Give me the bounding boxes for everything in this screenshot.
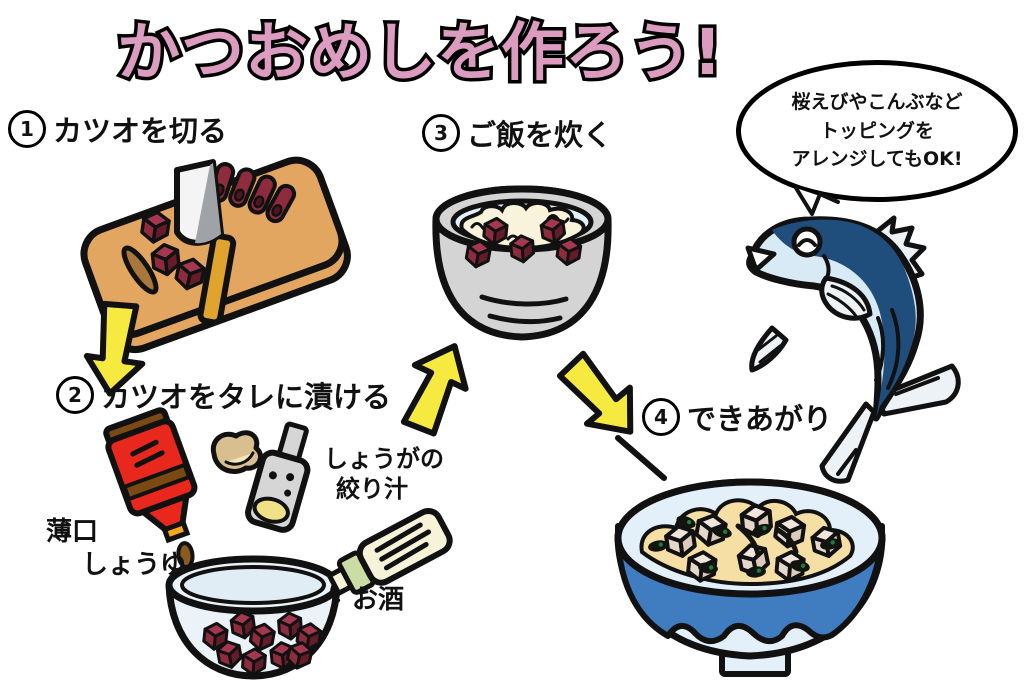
step-4-number: 4 — [642, 398, 680, 436]
step-2-number: 2 — [56, 376, 94, 414]
sake-label: お酒 — [352, 585, 405, 615]
grater — [245, 421, 311, 533]
step-4-text: できあがり — [687, 402, 833, 436]
step-3-text: ご飯を炊く — [467, 118, 613, 152]
finished-bowl-illustration — [614, 478, 886, 677]
up-arrow-icon — [388, 330, 498, 445]
ginger-root — [210, 430, 263, 474]
pelvic-fin — [749, 325, 789, 373]
step-2-text: カツオをタレに漬ける — [101, 380, 392, 414]
pectoral-fin — [819, 275, 873, 321]
emphasis-line — [615, 435, 667, 481]
ginger-grater-illustration — [210, 421, 311, 533]
step-1-number: 1 — [8, 110, 46, 148]
seaweed-bits — [647, 513, 841, 579]
marinade-bowl-illustration — [165, 555, 341, 680]
speech-bubble: 桜えびやこんぶなど トッピングを アレンジしてもOK! — [736, 60, 1018, 202]
step-4-label: 4 できあがり — [642, 396, 832, 438]
soy-sauce-bottle-illustration — [103, 407, 198, 569]
bubble-line-3: アレンジしてもOK! — [791, 148, 963, 171]
step-3-number: 3 — [422, 114, 460, 152]
down-arrow-icon — [72, 300, 182, 405]
cutting-board-illustration — [80, 156, 351, 354]
step-1-text: カツオを切る — [53, 114, 228, 148]
step-3-label: 3 ご飯を炊く — [422, 112, 612, 154]
tail-fin — [819, 363, 961, 484]
step-2-label: 2 カツオをタレに漬ける — [56, 374, 391, 416]
soy-sauce-label: 薄口 しょうゆ — [46, 517, 187, 580]
bubble-line-1: 桜えびやこんぶなど — [791, 91, 963, 114]
ginger-juice-label: しょうがの 絞り汁 — [324, 445, 444, 503]
bonito-fish-illustration — [745, 215, 961, 484]
rice-pot-illustration — [432, 185, 612, 341]
speech-bubble-tail — [794, 186, 840, 216]
bubble-line-2: トッピングを — [819, 119, 934, 142]
fish-back — [772, 219, 916, 418]
fish-mouth — [745, 245, 777, 273]
sake-tube-illustration — [326, 508, 453, 603]
board-handle-hole — [121, 245, 159, 295]
step-1-label: 1 カツオを切る — [8, 108, 227, 150]
page-title: かつおめしを作ろう! — [114, 13, 726, 93]
knife-icon — [174, 159, 237, 326]
